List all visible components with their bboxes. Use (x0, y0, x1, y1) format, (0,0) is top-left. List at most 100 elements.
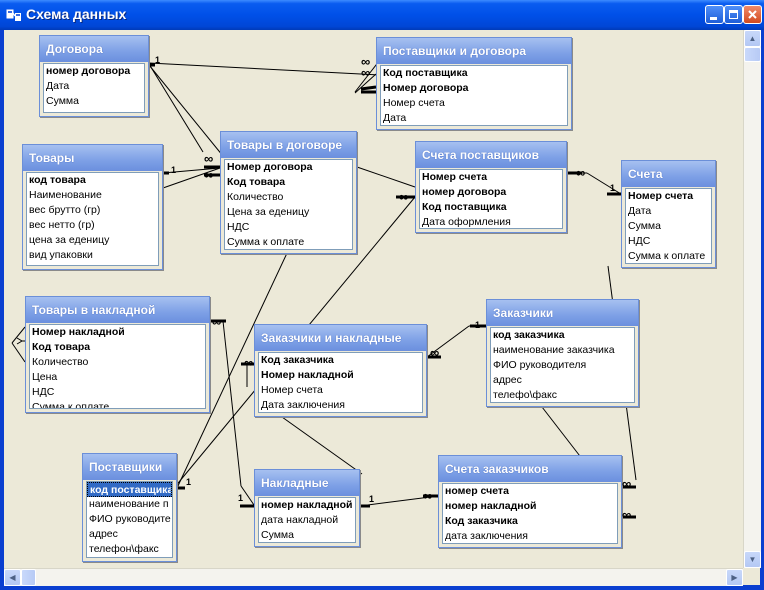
table-title[interactable]: Счета (622, 161, 715, 187)
field-item[interactable]: Сумма к оплате (227, 236, 305, 248)
field-item[interactable]: НДС (628, 235, 651, 247)
field-item[interactable]: Код поставщика (383, 67, 468, 79)
table-title[interactable]: Товары в накладной (26, 297, 209, 323)
table-title[interactable]: Товары (23, 145, 162, 171)
field-item[interactable]: Номер накладной (261, 369, 354, 381)
field-item[interactable]: номер счета (445, 485, 509, 497)
scroll-down-button[interactable]: ▼ (744, 551, 761, 568)
relationship-line[interactable] (240, 485, 255, 506)
field-item[interactable]: адрес (89, 528, 118, 540)
field-item[interactable]: наименование заказчика (493, 344, 615, 356)
relationship-line[interactable] (359, 495, 439, 507)
table-title[interactable]: Поставщики (83, 454, 176, 480)
minimize-button[interactable] (705, 5, 724, 24)
scroll-left-button[interactable]: ◀ (4, 569, 21, 586)
field-item[interactable]: вес нетто (гр) (29, 219, 95, 231)
field-item[interactable]: Сумма к оплате (32, 401, 110, 409)
relationship-line[interactable] (148, 64, 224, 157)
field-item[interactable]: НДС (32, 386, 55, 398)
field-item[interactable]: вес брутто (гр) (29, 204, 101, 216)
field-item[interactable]: Номер счета (383, 97, 445, 109)
field-item[interactable]: Номер счета (422, 171, 488, 183)
field-item[interactable]: Сумма (46, 95, 79, 107)
field-item[interactable]: НДС (227, 221, 250, 233)
field-item[interactable]: вид упаковки (29, 249, 93, 261)
table-title[interactable]: Заказчики и накладные (255, 325, 426, 351)
field-item[interactable]: телефон\факс (89, 543, 159, 555)
table-title[interactable]: Товары в договоре (221, 132, 356, 158)
field-item[interactable]: код заказчика (493, 329, 565, 341)
field-item[interactable]: ФИО руководителя (493, 359, 587, 371)
field-item[interactable]: Дата оформления (422, 216, 511, 228)
relationship-line[interactable] (162, 167, 221, 174)
field-item[interactable]: Код поставщика (422, 201, 507, 213)
field-item[interactable]: Номер накладной (32, 326, 125, 338)
field-item[interactable]: Номер счета (261, 384, 323, 396)
horizontal-scroll-thumb[interactable] (21, 569, 36, 586)
table-title[interactable]: Договора (40, 36, 148, 62)
field-item[interactable]: Дата (383, 112, 407, 124)
field-item[interactable]: код товара (29, 174, 86, 186)
relationship-line[interactable] (11, 342, 26, 363)
field-item[interactable]: код поставщика (87, 482, 172, 497)
field-item[interactable]: Дата заключения (261, 399, 345, 411)
relationship-line[interactable] (222, 320, 242, 487)
field-item[interactable]: ФИО руководите (89, 513, 171, 525)
relationship-line[interactable] (586, 172, 622, 195)
horizontal-scrollbar[interactable]: ◀ ▶ (4, 568, 743, 586)
scroll-right-button[interactable]: ▶ (726, 569, 743, 586)
field-item[interactable]: номер накладной (445, 500, 537, 512)
field-item[interactable]: Цена за еденицу (227, 206, 310, 218)
field-item[interactable]: наименование п (89, 498, 169, 510)
field-item[interactable]: Сумма к оплате (628, 250, 706, 262)
table-title[interactable]: Накладные (255, 470, 359, 496)
field-item[interactable]: Сумма (628, 220, 661, 232)
field-item[interactable]: Код товара (32, 341, 91, 353)
relationship-line[interactable] (281, 416, 363, 475)
field-item[interactable]: номер накладной (261, 499, 353, 511)
field-item[interactable]: телефо\факс (493, 389, 557, 401)
field-item[interactable]: Дата (46, 80, 70, 92)
field-item[interactable]: Наименование (29, 189, 102, 201)
field-item[interactable]: дата заключения (445, 530, 528, 542)
field-item[interactable]: Номер счета (628, 190, 694, 202)
field-item[interactable]: Количество (32, 356, 89, 368)
relationship-line[interactable] (148, 62, 381, 76)
table-zakazchiki[interactable]: Заказчики код заказчика наименование заказ… (486, 299, 639, 407)
relationship-line[interactable] (148, 63, 204, 153)
field-item[interactable]: адрес (493, 374, 522, 386)
relationship-line[interactable] (162, 167, 221, 189)
maximize-button[interactable] (724, 5, 743, 24)
relationship-line[interactable] (426, 325, 470, 358)
relationship-line[interactable] (354, 73, 377, 94)
table-title[interactable]: Счета поставщиков (416, 142, 566, 168)
field-item[interactable]: Номер договора (227, 161, 313, 173)
table-title[interactable]: Заказчики (487, 300, 638, 326)
relationship-line[interactable] (356, 166, 416, 188)
field-item[interactable]: Код товара (227, 176, 286, 188)
vertical-scroll-thumb[interactable] (744, 47, 761, 62)
title-bar[interactable]: Схема данных (0, 0, 764, 30)
table-title[interactable]: Поставщики и договора (377, 38, 571, 64)
relationship-line[interactable] (176, 250, 289, 489)
field-item[interactable]: Количество (227, 191, 284, 203)
